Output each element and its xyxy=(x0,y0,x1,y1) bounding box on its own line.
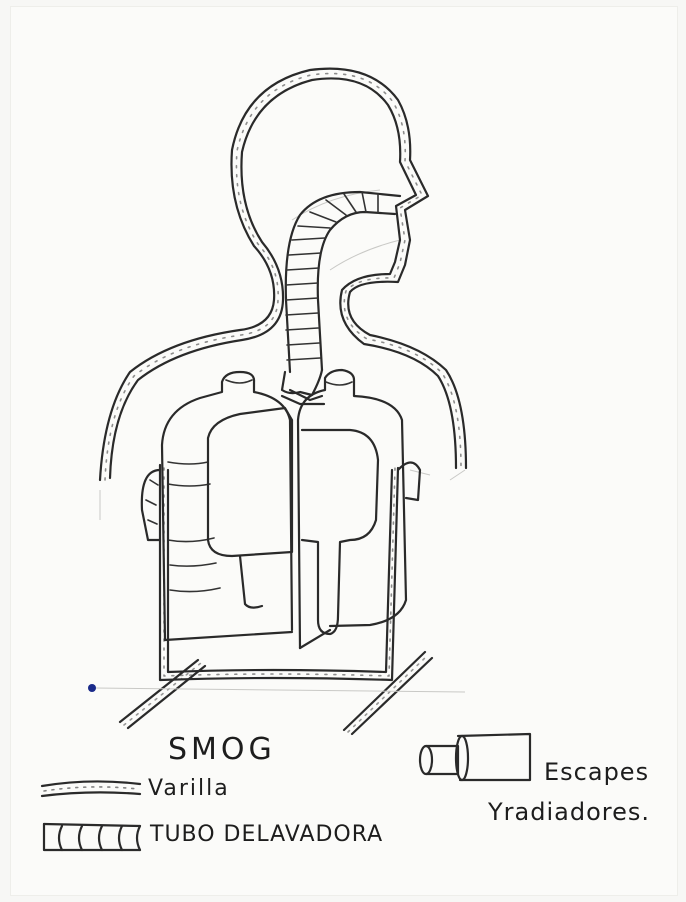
title-smog: SMOG xyxy=(168,732,276,767)
base-rods xyxy=(95,652,465,734)
ink-dot xyxy=(88,684,96,692)
legend-rod-icon xyxy=(42,781,140,796)
legend-rod-label: Varilla xyxy=(148,776,230,801)
body-rod-outline xyxy=(100,69,466,480)
legend-exhaust-icon xyxy=(420,734,530,780)
legend-exhaust-label: Escapes xyxy=(544,758,649,786)
legend-exhaust-label-2: Yradiadores. xyxy=(488,798,650,826)
left-lung-bottle xyxy=(162,372,292,640)
legend-hose-label: TUBO DELAVADORA xyxy=(150,822,383,847)
torso-rod-frame xyxy=(142,463,420,681)
legend-hose-icon xyxy=(44,824,140,850)
